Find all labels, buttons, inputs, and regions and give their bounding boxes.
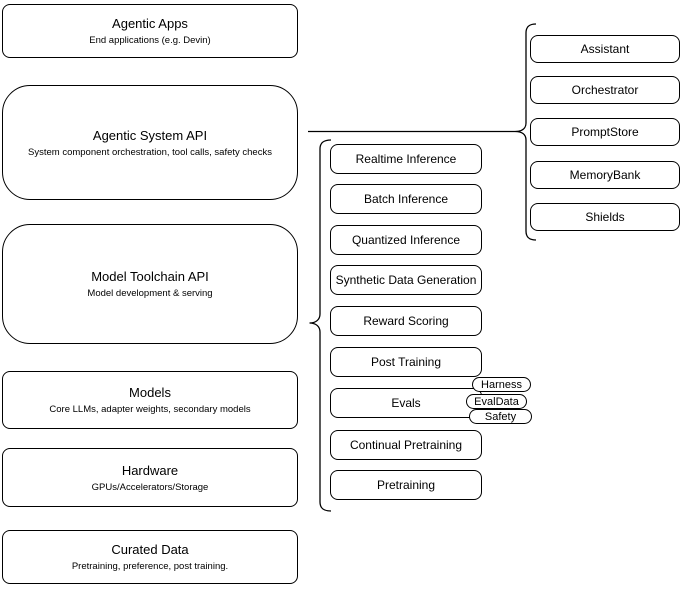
- node-reward-scoring: Reward Scoring: [330, 306, 482, 336]
- node-quantized-inference: Quantized Inference: [330, 225, 482, 255]
- node-memorybank: MemoryBank: [530, 161, 680, 189]
- node-batch-inference: Batch Inference: [330, 184, 482, 214]
- node-model-toolchain-api-subtitle: Model development & serving: [87, 288, 213, 299]
- node-shields: Shields: [530, 203, 680, 231]
- pill-safety: Safety: [469, 409, 532, 424]
- node-synthetic-data-generation: Synthetic Data Generation: [330, 265, 482, 295]
- node-hardware-subtitle: GPUs/Accelerators/Storage: [91, 481, 209, 493]
- node-model-toolchain-api-title: Model Toolchain API: [91, 269, 209, 284]
- node-agentic-apps-title: Agentic Apps: [112, 16, 188, 31]
- node-post-training: Post Training: [330, 347, 482, 377]
- pill-evaldata: EvalData: [466, 394, 527, 409]
- toolchain-brace: [309, 139, 332, 512]
- node-evals: Evals: [330, 388, 482, 418]
- node-curated-data-subtitle: Pretraining, preference, post training.: [71, 561, 229, 572]
- node-models-subtitle: Core LLMs, adapter weights, secondary mo…: [49, 404, 251, 415]
- node-agentic-apps: Agentic Apps End applications (e.g. Devi…: [2, 4, 298, 58]
- node-hardware-title: Hardware: [121, 462, 179, 478]
- node-hardware: Hardware GPUs/Accelerators/Storage: [2, 448, 298, 507]
- node-agentic-system-api-subtitle: System component orchestration, tool cal…: [28, 146, 272, 158]
- system-components-brace: [514, 23, 537, 241]
- node-agentic-apps-subtitle: End applications (e.g. Devin): [89, 35, 211, 46]
- node-continual-pretraining: Continual Pretraining: [330, 430, 482, 460]
- node-pretraining: Pretraining: [330, 470, 482, 500]
- node-models-title: Models: [129, 385, 171, 400]
- node-curated-data-title: Curated Data: [111, 542, 189, 557]
- node-model-toolchain-api: Model Toolchain API Model development & …: [2, 224, 298, 344]
- node-realtime-inference: Realtime Inference: [330, 144, 482, 174]
- node-models: Models Core LLMs, adapter weights, secon…: [2, 371, 298, 429]
- node-orchestrator: Orchestrator: [530, 76, 680, 104]
- node-agentic-system-api-title: Agentic System API: [92, 127, 208, 143]
- node-agentic-system-api: Agentic System API System component orch…: [2, 85, 298, 200]
- node-promptstore: PromptStore: [530, 118, 680, 146]
- node-curated-data: Curated Data Pretraining, preference, po…: [2, 530, 298, 584]
- pill-harness: Harness: [472, 377, 531, 392]
- node-assistant: Assistant: [530, 35, 680, 63]
